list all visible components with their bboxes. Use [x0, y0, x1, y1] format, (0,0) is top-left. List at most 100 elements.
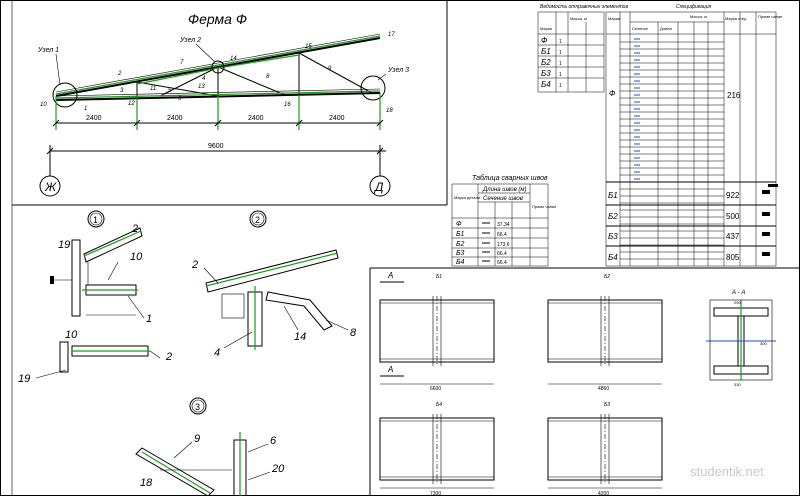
- spec-group-mass: 216: [727, 91, 741, 100]
- beam-b4: Б4 7300: [379, 402, 495, 496]
- part-number: 2: [131, 223, 138, 235]
- bolt-mark: [50, 276, 54, 284]
- section-dim: 300: [760, 341, 767, 346]
- weld-row-mark: Б4: [456, 259, 465, 266]
- send-qty: 1: [559, 83, 562, 89]
- node-circle: [211, 60, 225, 74]
- weld-length: 37.34: [497, 222, 510, 228]
- col-header: Длина: [660, 26, 672, 31]
- member-number: 18: [386, 108, 393, 114]
- truss-diagonal: [217, 66, 286, 96]
- part-number: 10: [65, 329, 78, 341]
- send-qty: 1: [559, 61, 562, 67]
- beam-mark: Б4: [436, 402, 442, 408]
- beam-mark: Б1: [436, 274, 442, 280]
- send-mark: Б3: [541, 69, 551, 78]
- axis-label: Ж: [44, 180, 57, 194]
- member-number: 10: [40, 102, 47, 108]
- chord-angle: [83, 227, 143, 263]
- beam-mark: Б3: [604, 402, 610, 408]
- detail-1: 1 19 2 10 1 10 2 19: [18, 210, 172, 385]
- part-number: 6: [270, 435, 277, 447]
- span-dimension: 2400: [86, 115, 102, 122]
- member-number: 3: [120, 88, 124, 94]
- spec-right-header: Спецификация: [676, 4, 712, 10]
- part-number: 19: [58, 239, 70, 251]
- node-circle: [360, 75, 386, 101]
- spec-group-mass: 805: [726, 253, 740, 262]
- diagonal-member: [265, 291, 333, 331]
- spec-group-mark: Б3: [608, 232, 618, 241]
- truss-elevation: Ферма Ф Узел 1 Узел 2 Узел 3 1 2 3: [37, 11, 409, 197]
- member-number: 8: [266, 74, 270, 80]
- beam-mark: Б2: [604, 274, 610, 280]
- send-mark: Б1: [541, 47, 551, 56]
- chord-centerline: [55, 90, 381, 99]
- detail-3: 3 9 6 18 20: [135, 397, 285, 496]
- spec-group-mass: 500: [726, 212, 740, 221]
- watermark: studentik.net: [690, 464, 764, 479]
- truss-diagonal: [298, 52, 373, 94]
- weld-table: Таблица сварных швов Длина швов (м) Сече…: [451, 174, 557, 267]
- weld-row-mark: Б1: [456, 231, 465, 238]
- section-dim: 330: [734, 382, 741, 387]
- dimension-ticks: [52, 119, 384, 127]
- spec-left-header: Ведомость отправочных элементов: [540, 4, 628, 10]
- detail-marker: [189, 397, 207, 415]
- beam-length: 6600: [430, 386, 441, 392]
- col-header: Масса, кг: [570, 16, 588, 21]
- beam-b2: Б2 4860: [547, 274, 663, 392]
- beam-length: 4200: [598, 491, 609, 496]
- spec-group-mark: Б2: [608, 212, 618, 221]
- member-number: 17: [388, 32, 395, 38]
- part-number: 2: [191, 259, 198, 271]
- weld-table-title: Таблица сварных швов: [472, 174, 548, 182]
- node-label: Узел 3: [387, 67, 409, 74]
- part-number: 18: [140, 477, 153, 489]
- profile-glyphs: [634, 38, 640, 180]
- chord-centerline: [217, 54, 300, 69]
- col-header: Сечение: [632, 26, 649, 31]
- send-qty: 1: [559, 72, 562, 78]
- member-number: 13: [198, 84, 205, 90]
- beam-length: 7300: [430, 491, 441, 496]
- col-header: Марка: [608, 16, 621, 21]
- axis-label: Д: [373, 180, 384, 194]
- truss-diagonal: [136, 81, 219, 97]
- node-circle: [52, 82, 78, 108]
- weld-row-mark: Ф: [456, 221, 462, 228]
- part-number: 9: [194, 433, 200, 445]
- detail-number: 2: [255, 215, 260, 225]
- top-chord-angle: [135, 447, 215, 496]
- axis-bubble: [369, 175, 391, 197]
- section-dim: 290: [734, 300, 741, 305]
- part-number: 4: [214, 347, 220, 359]
- send-mark: Ф: [541, 36, 548, 45]
- spec-group-mass: 437: [726, 232, 740, 241]
- member-number: 2: [117, 71, 122, 77]
- chord-centerline: [55, 35, 381, 95]
- member-number: 1: [84, 106, 87, 112]
- col-header: Приме чание: [758, 14, 783, 19]
- part-number: 19: [18, 373, 30, 385]
- col-header: Марка отпр.: [725, 16, 747, 21]
- part-number: 14: [294, 331, 306, 343]
- beam-b3: Б3 4200: [547, 402, 663, 496]
- span-dimension: 2400: [329, 115, 345, 122]
- weld-length: 173.6: [497, 242, 510, 248]
- member-number: 5: [168, 88, 172, 94]
- axis-bubble: [39, 175, 61, 197]
- section-a-a: А - А 290 300 330: [706, 290, 776, 387]
- steel-spec-table: Ведомость отправочных элементов Специфик…: [537, 4, 783, 267]
- leader-line: [377, 73, 387, 81]
- leader-line: [55, 53, 61, 86]
- weld-length: 66.4: [497, 251, 507, 257]
- spec-group-mark: Б1: [608, 191, 618, 200]
- weld-row-mark: Б2: [456, 241, 465, 248]
- node-label: Узел 1: [37, 47, 59, 54]
- member-number: 4: [202, 76, 206, 82]
- weld-length: 66.4: [497, 260, 507, 266]
- part-number: 8: [350, 327, 357, 339]
- weld-row-mark: Б3: [456, 250, 465, 257]
